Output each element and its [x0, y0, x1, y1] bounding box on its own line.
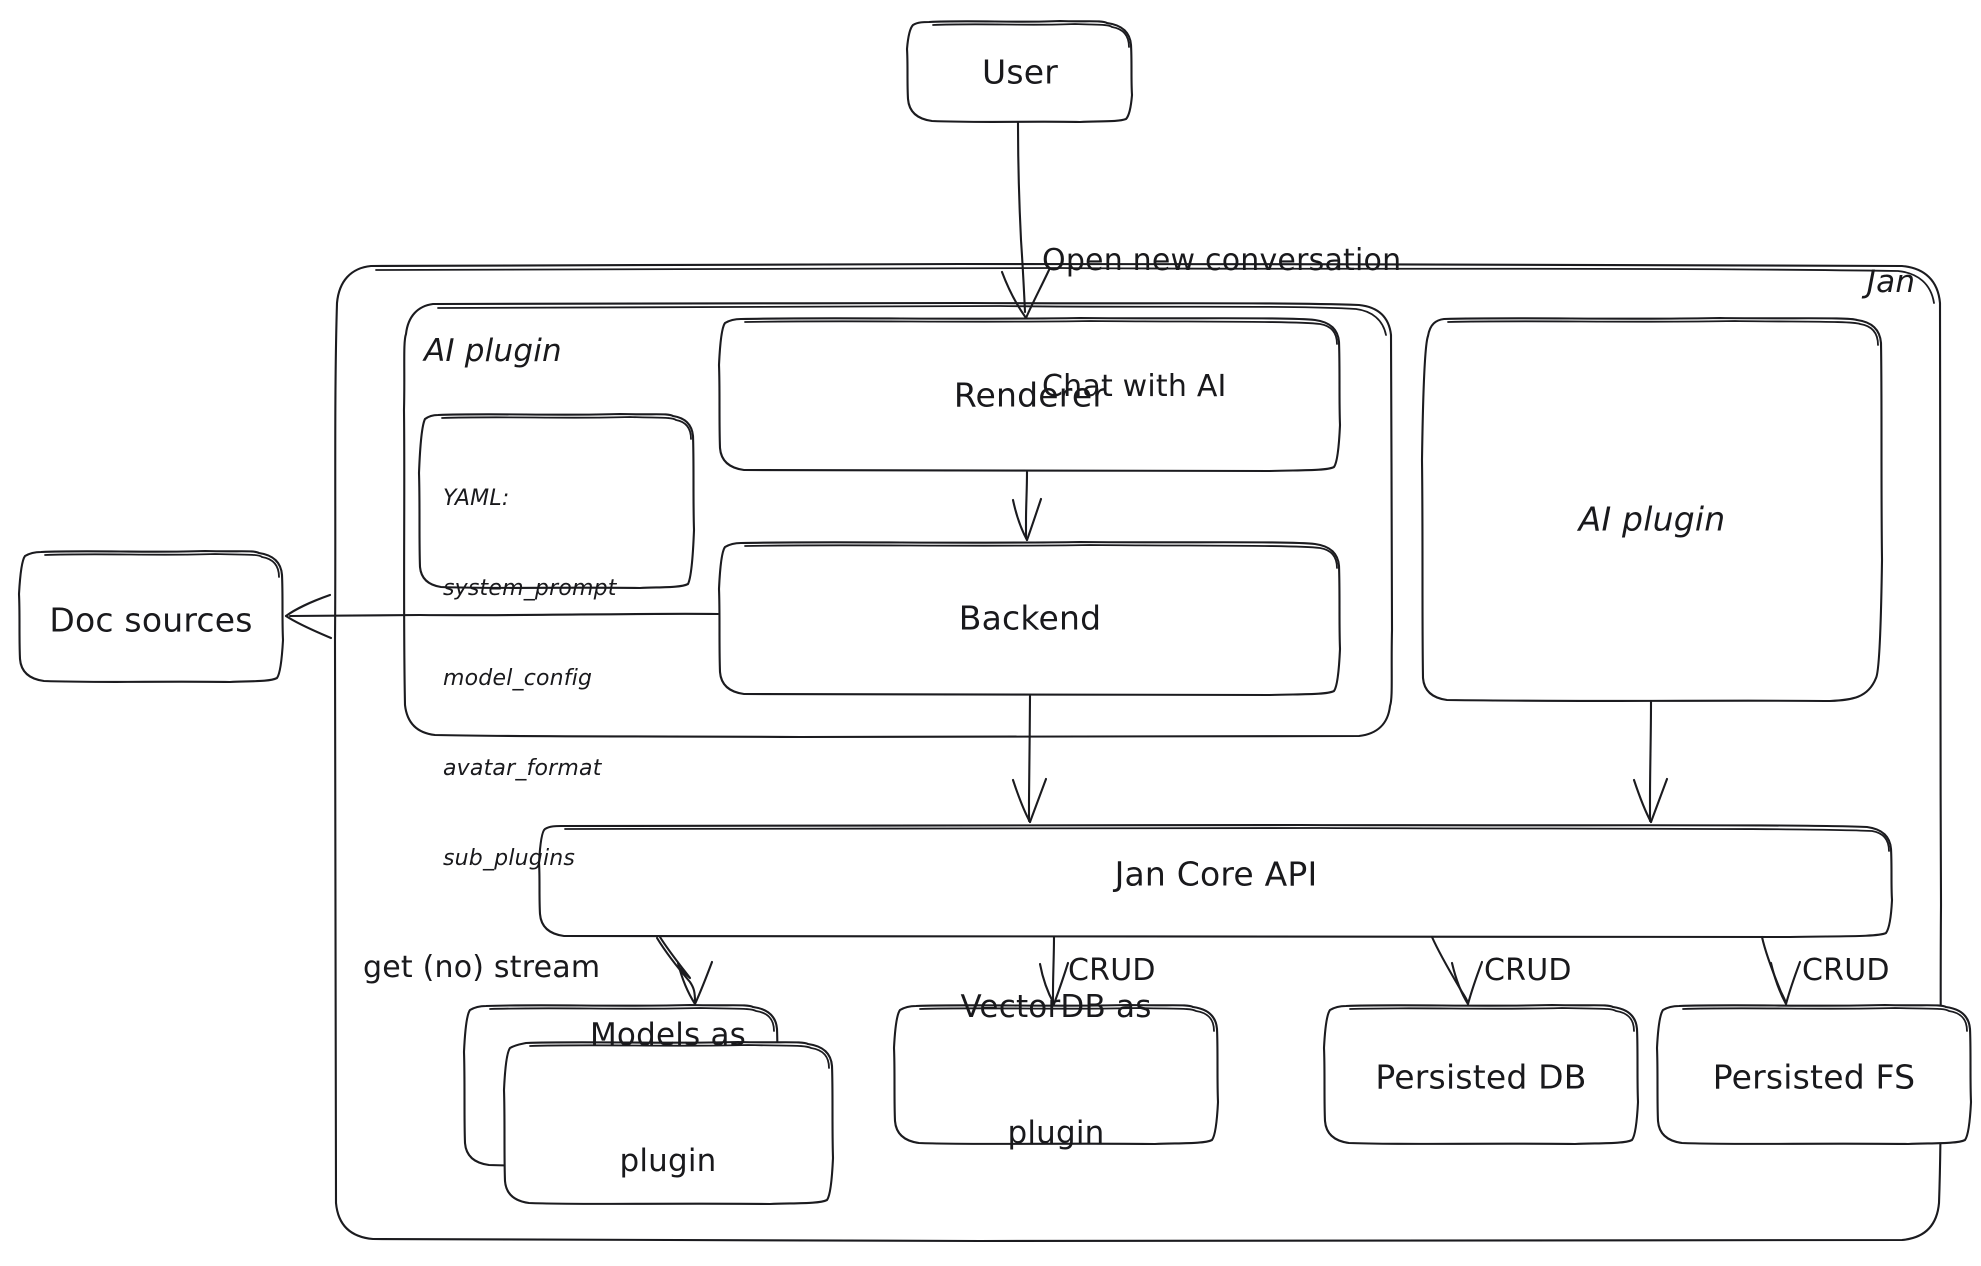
node-persisted-fs[interactable] [1655, 1003, 1973, 1146]
edge-backend-to-doc-sources [284, 593, 720, 640]
node-jan-core-api[interactable] [537, 823, 1894, 939]
node-backend[interactable] [717, 540, 1342, 697]
edge-core-to-persisted-db [1430, 935, 1484, 1006]
node-doc-sources[interactable] [17, 549, 285, 684]
edge-backend-to-core [1011, 694, 1048, 824]
edge-user-to-renderer [1000, 120, 1051, 320]
edge-core-to-vectordb [1038, 935, 1070, 1006]
node-vectordb-as-plugin[interactable] [892, 1003, 1220, 1146]
edge-core-to-persisted-fs [1760, 935, 1802, 1006]
node-user[interactable] [905, 19, 1134, 124]
node-persisted-db[interactable] [1322, 1003, 1640, 1146]
node-models-as-plugin[interactable] [502, 1040, 835, 1206]
edge-renderer-to-backend [1011, 470, 1043, 542]
node-renderer[interactable] [717, 316, 1342, 473]
node-ai-plugin[interactable] [1420, 316, 1884, 703]
node-yaml-note[interactable] [417, 412, 696, 590]
edge-core-to-models [655, 935, 714, 1006]
edge-aiplugin-to-core [1632, 700, 1669, 824]
